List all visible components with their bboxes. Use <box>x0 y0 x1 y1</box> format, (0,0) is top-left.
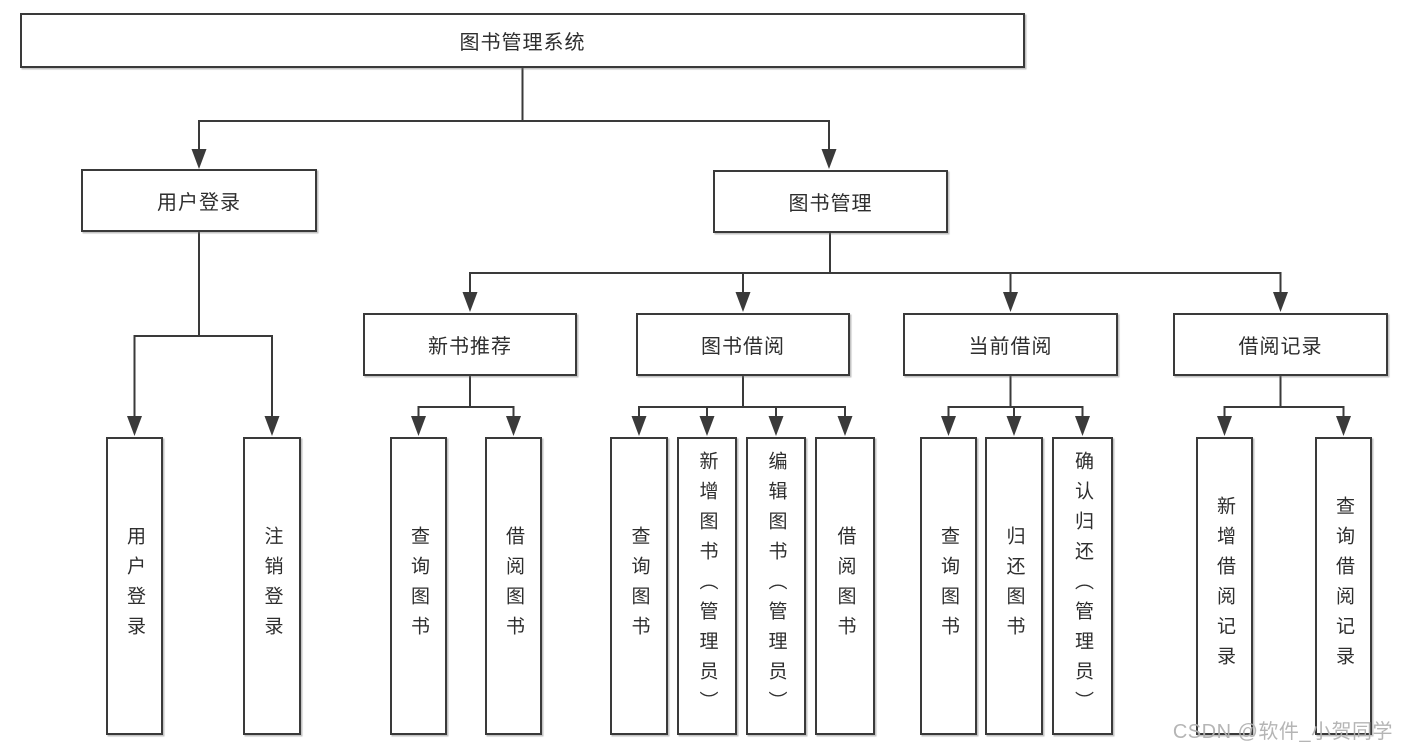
leaf-borrowing-query-books: 查询图书 <box>610 437 668 735</box>
arrow-icon <box>1273 292 1288 312</box>
arrow-icon <box>768 416 784 436</box>
arrow-icon <box>127 416 142 436</box>
arrow-icon <box>264 416 280 436</box>
edge-records-to-leaves <box>1223 375 1345 419</box>
edge-currborrow-to-leaves <box>947 375 1084 419</box>
leaf-records-query-borrow-record: 查询借阅记录 <box>1315 437 1372 735</box>
node-book-management: 图书管理 <box>713 170 948 233</box>
arrow-icon <box>735 292 751 312</box>
leaf-current-query-books: 查询图书 <box>920 437 977 735</box>
edge-bookmgmt-to-level3 <box>469 232 1282 295</box>
arrow-icon <box>631 416 647 436</box>
arrowheads <box>127 149 1351 436</box>
leaf-recommend-query-books: 查询图书 <box>390 437 447 735</box>
leaf-current-confirm-return-admin: 确认归还（管理员） <box>1052 437 1113 735</box>
node-book-borrowing: 图书借阅 <box>636 313 850 376</box>
arrow-icon <box>191 149 207 169</box>
edge-userlogin-to-leaves <box>133 231 273 419</box>
leaf-borrowing-edit-books-admin: 编辑图书（管理员） <box>746 437 806 735</box>
arrow-icon <box>411 416 426 436</box>
edge-root-to-level2 <box>198 67 830 152</box>
leaf-recommend-borrow-books: 借阅图书 <box>485 437 542 735</box>
arrow-icon <box>1003 292 1018 312</box>
leaf-borrowing-borrow-books: 借阅图书 <box>815 437 875 735</box>
edge-newbook-to-leaves <box>417 375 515 419</box>
leaf-borrowing-add-books-admin: 新增图书（管理员） <box>677 437 737 735</box>
node-borrowing-records: 借阅记录 <box>1173 313 1388 376</box>
arrow-icon <box>699 416 715 436</box>
leaf-user-login: 用户登录 <box>106 437 163 735</box>
arrow-icon <box>1075 416 1090 436</box>
arrow-icon <box>941 416 956 436</box>
arrow-icon <box>462 292 478 312</box>
node-new-book-recommendation: 新书推荐 <box>363 313 577 376</box>
csdn-watermark: CSDN @软件_小贺同学 <box>1172 721 1393 743</box>
arrow-icon <box>1006 416 1022 436</box>
arrow-icon <box>821 149 837 169</box>
leaf-current-return-books: 归还图书 <box>985 437 1043 735</box>
arrow-icon <box>1336 416 1351 436</box>
arrow-icon <box>506 416 521 436</box>
leaf-records-add-borrow-record: 新增借阅记录 <box>1196 437 1253 735</box>
leaf-logout: 注销登录 <box>243 437 301 735</box>
arrow-icon <box>837 416 853 436</box>
node-library-management-system: 图书管理系统 <box>20 13 1025 68</box>
node-current-borrowing: 当前借阅 <box>903 313 1118 376</box>
edge-bookborrow-to-leaves <box>638 375 846 419</box>
arrow-icon <box>1217 416 1232 436</box>
node-user-login: 用户登录 <box>81 169 317 232</box>
